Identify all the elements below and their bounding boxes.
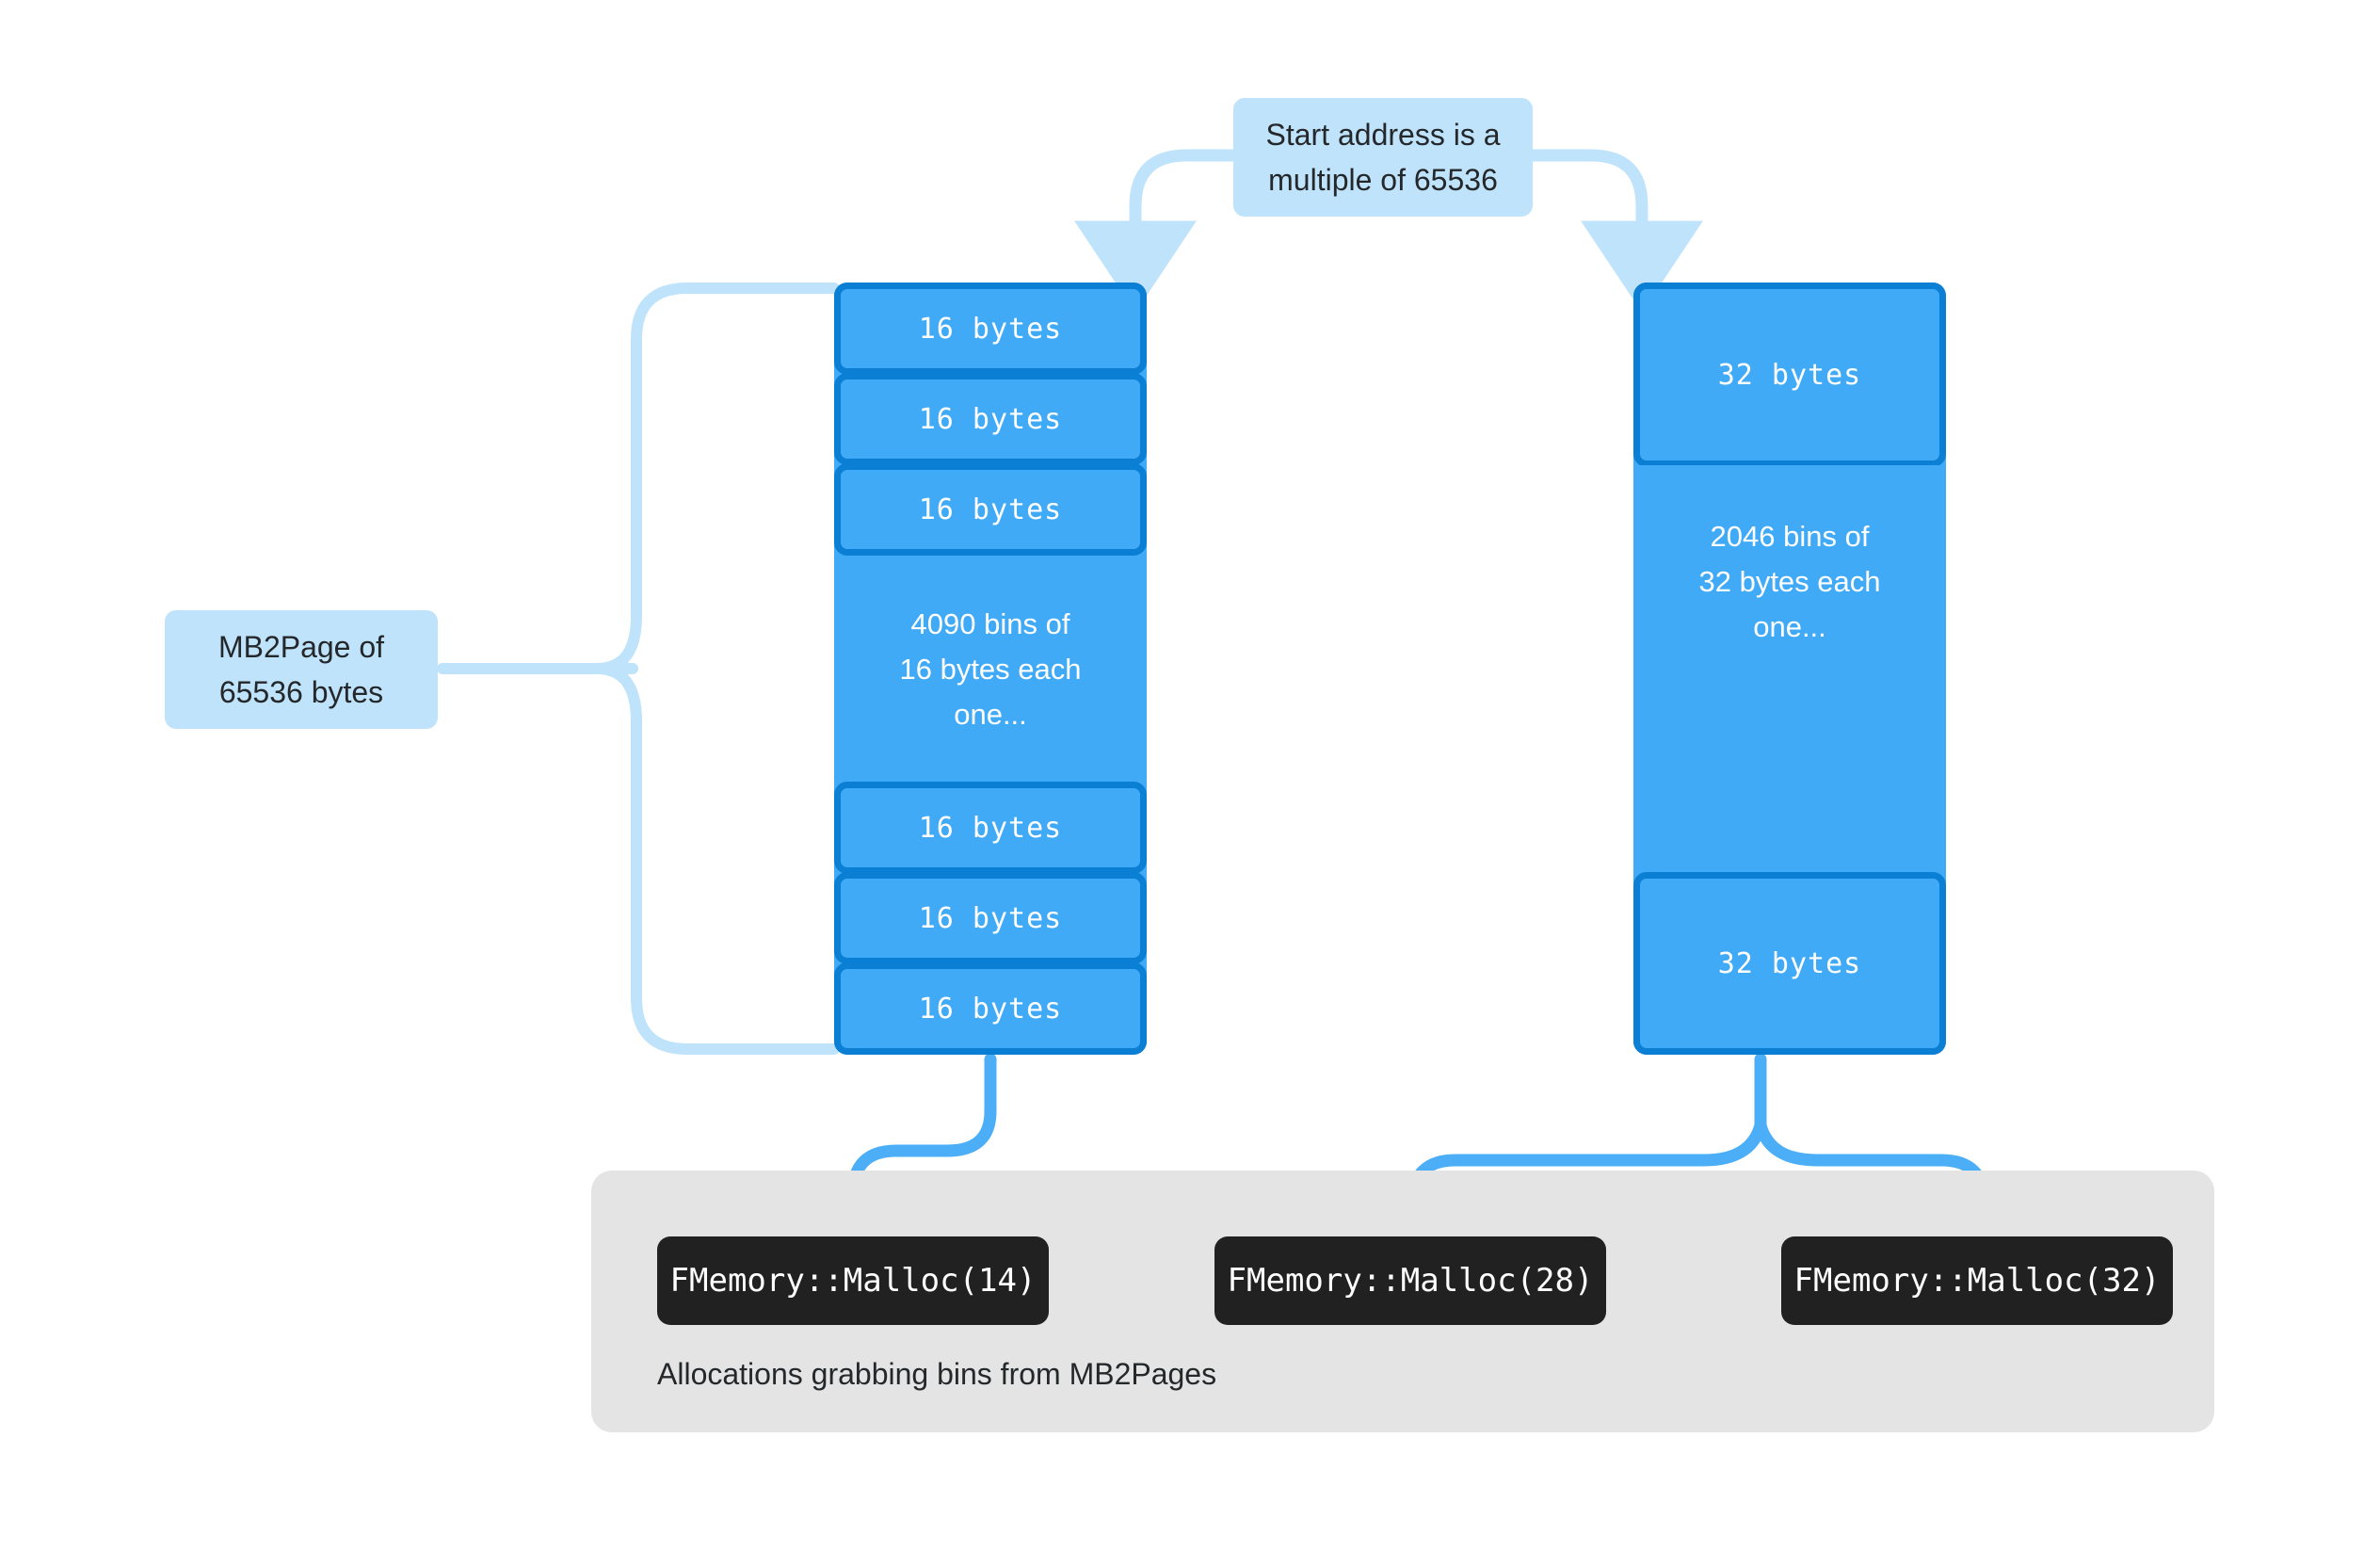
malloc-call-28[interactable]: FMemory::Malloc(28): [1214, 1236, 1606, 1325]
bin-label: 32 bytes: [1717, 946, 1862, 980]
malloc-call-label: FMemory::Malloc(14): [669, 1262, 1037, 1300]
callout-start-address-label: Start address is a multiple of 65536: [1265, 118, 1501, 197]
allocations-panel-caption-label: Allocations grabbing bins from MB2Pages: [657, 1357, 1217, 1391]
bin-label: 16 bytes: [918, 811, 1063, 845]
bin-label: 32 bytes: [1717, 358, 1862, 392]
bin-16-bytes-6[interactable]: 16 bytes: [834, 962, 1147, 1055]
bin-16-bytes-3[interactable]: 16 bytes: [834, 463, 1147, 556]
start-address-left-arrow-icon: [1074, 149, 1240, 313]
allocations-panel-caption: Allocations grabbing bins from MB2Pages: [657, 1355, 1216, 1393]
bin-16-bytes-5[interactable]: 16 bytes: [834, 872, 1147, 964]
bin-label: 16 bytes: [918, 992, 1063, 1026]
malloc-call-14[interactable]: FMemory::Malloc(14): [657, 1236, 1049, 1325]
filler-label: 2046 bins of 32 bytes each one...: [1698, 520, 1881, 643]
callout-mb2page-label: MB2Page of 65536 bytes: [217, 630, 385, 709]
bin-label: 16 bytes: [918, 901, 1063, 935]
mb2page-32-byte-column: 32 bytes 2046 bins of 32 bytes each one.…: [1633, 283, 1946, 1055]
bin-label: 16 bytes: [918, 493, 1063, 526]
bin-label: 16 bytes: [918, 402, 1063, 436]
filler-32-byte-bins: 2046 bins of 32 bytes each one...: [1633, 465, 1946, 876]
callout-start-address: Start address is a multiple of 65536: [1233, 98, 1533, 217]
malloc-call-label: FMemory::Malloc(28): [1227, 1262, 1594, 1300]
bin-16-bytes-4[interactable]: 16 bytes: [834, 782, 1147, 874]
start-address-right-arrow-icon: [1524, 149, 1703, 313]
mb2page-curly-brace-icon: [591, 283, 840, 1055]
allocations-panel: FMemory::Malloc(14) FMemory::Malloc(28) …: [591, 1171, 2214, 1432]
mb2page-16-byte-column: 16 bytes 16 bytes 16 bytes 4090 bins of …: [834, 283, 1147, 1055]
callout-mb2page: MB2Page of 65536 bytes: [165, 610, 438, 729]
bin-label: 16 bytes: [918, 312, 1063, 346]
malloc-call-32[interactable]: FMemory::Malloc(32): [1781, 1236, 2173, 1325]
bin-16-bytes-1[interactable]: 16 bytes: [834, 283, 1147, 375]
filler-label: 4090 bins of 16 bytes each one...: [899, 607, 1082, 731]
bin-16-bytes-2[interactable]: 16 bytes: [834, 373, 1147, 465]
filler-16-byte-bins: 4090 bins of 16 bytes each one...: [834, 556, 1147, 784]
bin-32-bytes-1[interactable]: 32 bytes: [1633, 283, 1946, 467]
malloc-call-label: FMemory::Malloc(32): [1793, 1262, 2161, 1300]
bin-32-bytes-2[interactable]: 32 bytes: [1633, 872, 1946, 1055]
